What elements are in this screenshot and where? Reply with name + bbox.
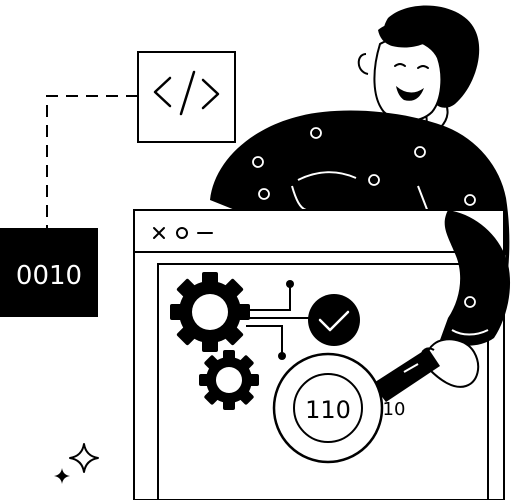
dashed-connector bbox=[46, 95, 138, 232]
check-circle-icon bbox=[308, 294, 360, 346]
magnifying-glass-icon: 110 bbox=[272, 348, 440, 464]
circuit-lines bbox=[246, 284, 310, 356]
code-brackets-icon bbox=[137, 51, 236, 143]
window-close-icon[interactable] bbox=[153, 227, 165, 239]
magnifier-main-label: 110 bbox=[305, 396, 351, 424]
sparkle-icon bbox=[54, 443, 99, 484]
circuit-node-top bbox=[286, 280, 294, 288]
window-minimize-circle-icon[interactable] bbox=[176, 227, 188, 239]
magnifier-side-label: 10 bbox=[383, 399, 406, 420]
binary-label: 0010 bbox=[16, 261, 82, 291]
circuit-node-bottom bbox=[278, 352, 286, 360]
binary-chip-icon: 0010 bbox=[0, 228, 98, 317]
gear-large-icon bbox=[170, 272, 250, 352]
gear-small-icon bbox=[199, 350, 259, 410]
person-arm bbox=[420, 210, 511, 388]
